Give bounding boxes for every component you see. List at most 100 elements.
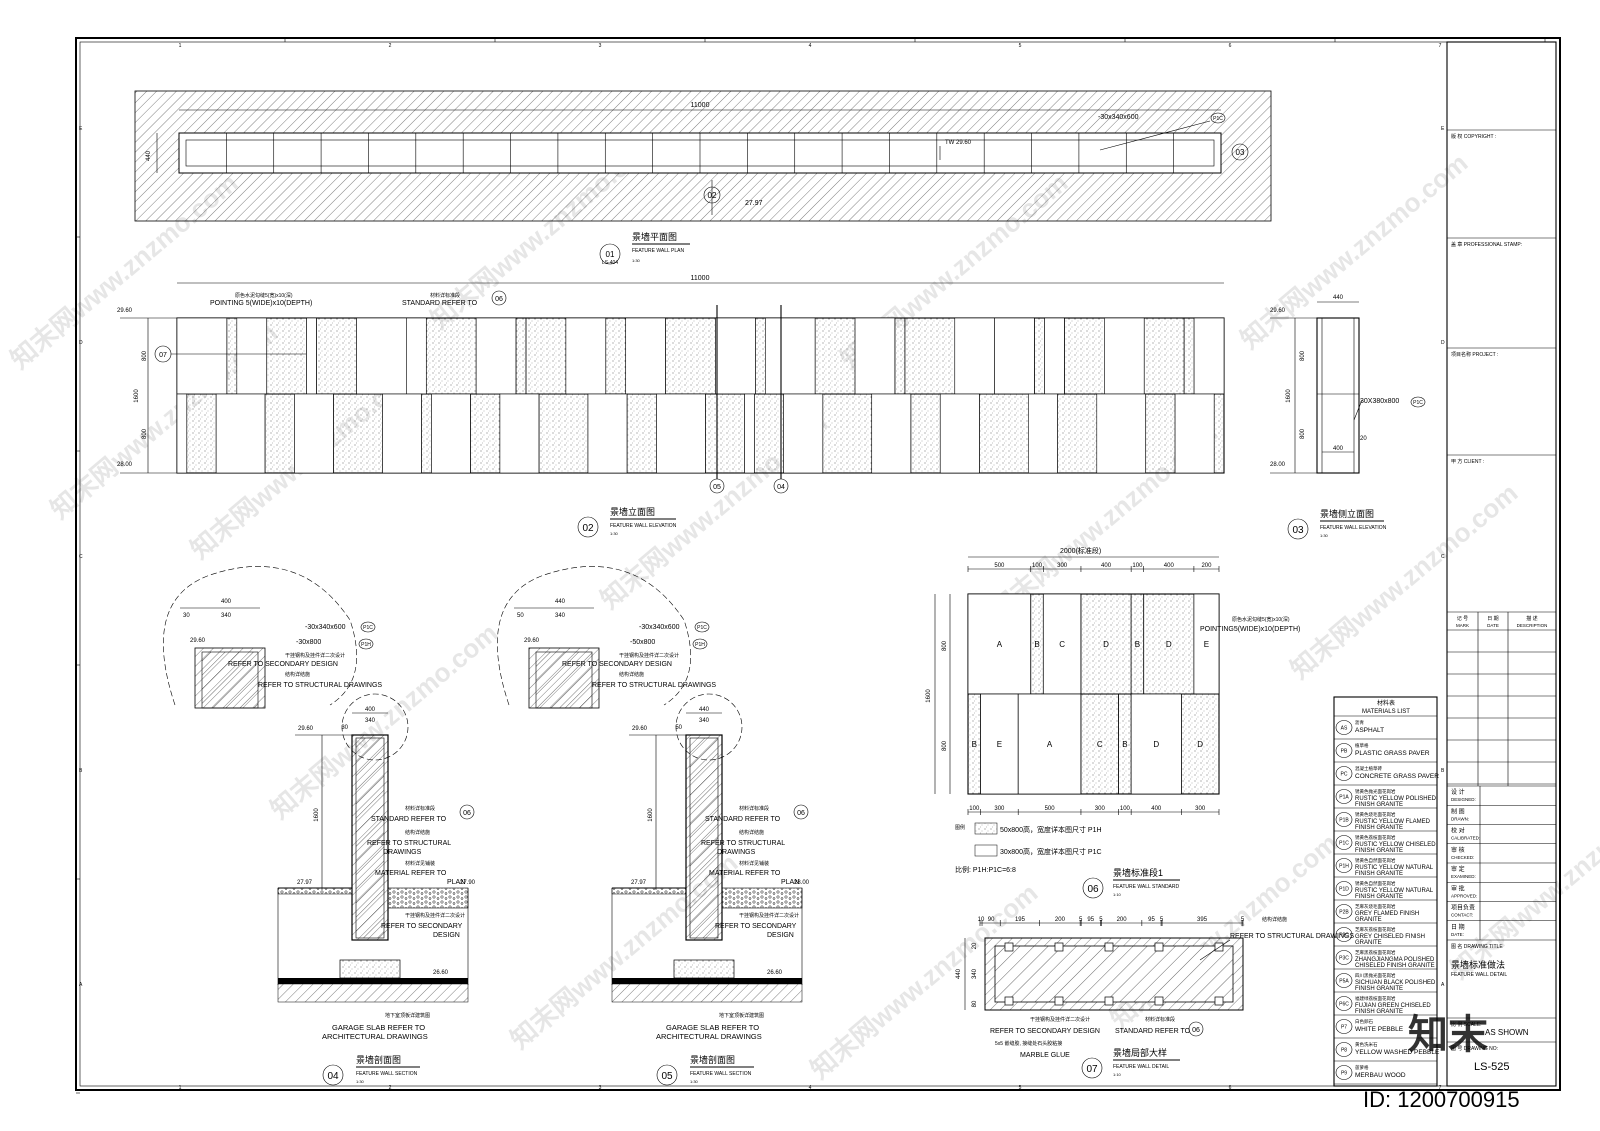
tb-project: 项目名称 PROJECT : (1451, 351, 1498, 358)
std-scale: 1:10 (1113, 892, 1122, 897)
elev-dim-h-lower: 800 (142, 428, 148, 439)
material-name-en: YELLOW WASHED PEBBLE (1355, 1049, 1440, 1056)
tb-role-en: DRAWN: (1451, 816, 1469, 821)
std-bottom-dim: 300 (1095, 806, 1106, 812)
grid-col-label: 2 (389, 1085, 392, 1091)
det-title-cn: 景墙局部大样 (1113, 1047, 1167, 1058)
sec-lvl-left: 27.97 (297, 880, 313, 886)
elev-stone-panel (994, 317, 1035, 395)
std-top-dim: 400 (1101, 563, 1112, 569)
sec-struct-en: REFER TO STRUCTURAL (701, 840, 785, 847)
plan-title-en: FEATURE WALL PLAN (632, 248, 684, 254)
elev-stone-panel (406, 317, 427, 395)
det-top-dim: 395 (1197, 917, 1208, 923)
material-name-cn: 锈黄色自然面花岗岩 (1355, 857, 1396, 864)
grid-row-label: E (79, 126, 83, 132)
material-name-cn: 沥青 (1355, 719, 1364, 726)
std-title-en: FEATURE WALL STANDARD (1113, 884, 1180, 890)
grid-col-label: 4 (809, 43, 812, 49)
std-panel-letter: D (1197, 740, 1203, 749)
elev-dim-total: 11000 (691, 275, 710, 282)
material-name-en: FINISH GRANITE (1355, 848, 1403, 854)
grid-row-label: B (1441, 768, 1445, 774)
det-anchor-bottom (1104, 996, 1114, 1006)
material-name-en: PLASTIC GRASS PAVER (1355, 750, 1430, 757)
side-stone: 30X380x800 (1360, 398, 1399, 405)
grid-col-label: 5 (1019, 1085, 1022, 1091)
elev-stone-panel (765, 317, 816, 395)
grid-col-label: 1 (179, 43, 182, 49)
sec-std-en: STANDARD REFER TO (705, 816, 781, 823)
tb-role-en: DESIGNED: (1451, 797, 1476, 802)
sec-dim-inner: 340 (699, 718, 710, 724)
std-panel-letter: E (1204, 640, 1209, 649)
elev-stone-panel (1174, 393, 1215, 474)
elev-stone-panel (715, 317, 756, 395)
tb-role-en: EXAMINED: (1451, 874, 1476, 879)
side-stone-tag: P1C (1413, 400, 1423, 406)
elev-note2-en: STANDARD REFER TO (402, 300, 478, 307)
det-sec-en: REFER TO SECONDARY DESIGN (990, 1028, 1100, 1035)
tb-scale-label: 比 例 SCALE: (1451, 1021, 1482, 1028)
elev-stone-panel (565, 317, 607, 395)
sec-stone1-tag: P1C (697, 625, 707, 631)
elev-stone-panel (1143, 317, 1185, 395)
materials-title-cn: 材料表 (1377, 699, 1395, 707)
material-name-en: FINISH GRANITE (1355, 802, 1403, 808)
sec-scale: 1:30 (356, 1079, 365, 1084)
material-code-badge (1335, 720, 1353, 735)
std-stone-panel (1017, 693, 1082, 795)
sec-scale: 1:30 (690, 1079, 699, 1084)
material-name-cn: 菠萝格 (1355, 1064, 1369, 1071)
material-name-cn: 白色卵石 (1355, 1018, 1373, 1025)
std-panel-letter: B (1122, 740, 1127, 749)
sec-num: 05 (661, 1071, 673, 1082)
material-code: PB (1341, 749, 1348, 755)
grid-row-label: E (1441, 126, 1445, 132)
sec-mat-en: MATERIAL REFER TO (709, 870, 781, 877)
sec-sec-cn: 干挂钢构及挂件详二次设计 (405, 912, 465, 919)
plan-stone-label: -30x340x600 (1098, 114, 1139, 121)
grid-row-label: A (1441, 982, 1445, 988)
sec-mat-en-2: PLAN (781, 879, 799, 886)
material-name-en: RUSTIC YELLOW NATURAL (1355, 865, 1434, 871)
plan-tw-label: TW 29.60 (945, 140, 972, 146)
sec-note-en1: REFER TO SECONDARY DESIGN (562, 661, 672, 668)
det-struct-cn: 结构详结施 (1262, 916, 1287, 923)
plan-title-cn: 景墙平面图 (632, 231, 677, 242)
sec-dim-side: 50 (675, 725, 682, 731)
elev-stone-panel (431, 393, 471, 474)
tb-client: 甲 方 CLIENT : (1451, 458, 1484, 465)
sec-garage-en: GARAGE SLAB REFER TO (666, 1023, 759, 1032)
std-bottom-dim: 500 (1045, 806, 1056, 812)
material-name-cn: 植草格 (1355, 742, 1369, 749)
sec-det-level: 29.60 (190, 638, 206, 644)
elev-stone-panel (783, 393, 824, 474)
material-code: P1H (1339, 864, 1349, 870)
tb-drawing-title-label: 图 名 DRAWING TITLE (1451, 943, 1503, 950)
material-name-cn: 黄色洗米石 (1355, 1041, 1378, 1048)
std-note-en: POINTING5(WIDE)x10(DEPTH) (1200, 626, 1300, 633)
std-legend-swatch-2 (974, 844, 998, 857)
tb-rev-header-en: MARK (1456, 623, 1469, 628)
grid-col-label: 4 (809, 1085, 812, 1091)
material-code-badge (1335, 858, 1353, 873)
sec-stone1-tag: P1C (363, 625, 373, 631)
elev-stone-panel (226, 317, 238, 395)
material-code-badge (1335, 1065, 1353, 1080)
sec-std-tag: 06 (463, 810, 471, 817)
elev-stone-panel (910, 393, 941, 474)
sec-stone2-tag: P1H (695, 642, 705, 648)
det-num: 07 (1086, 1064, 1098, 1075)
feature-wall-side-elevation: 440 400 20 29.60 28.00 1600 800 800 30X3… (1270, 295, 1426, 540)
side-dim-h-total: 1600 (1286, 389, 1292, 403)
elev-stone-panel (186, 393, 217, 474)
std-panel-letter: D (1166, 640, 1172, 649)
det-anchor-top (1054, 942, 1064, 952)
sec-mat-en: MATERIAL REFER TO (375, 870, 447, 877)
material-name-cn: 芝麻灰烧毛面花岗岩 (1355, 903, 1396, 910)
material-code-badge (1335, 766, 1353, 781)
sec-sec-cn: 干挂钢构及挂件详二次设计 (739, 912, 799, 919)
elev-stone-panel (625, 317, 666, 395)
